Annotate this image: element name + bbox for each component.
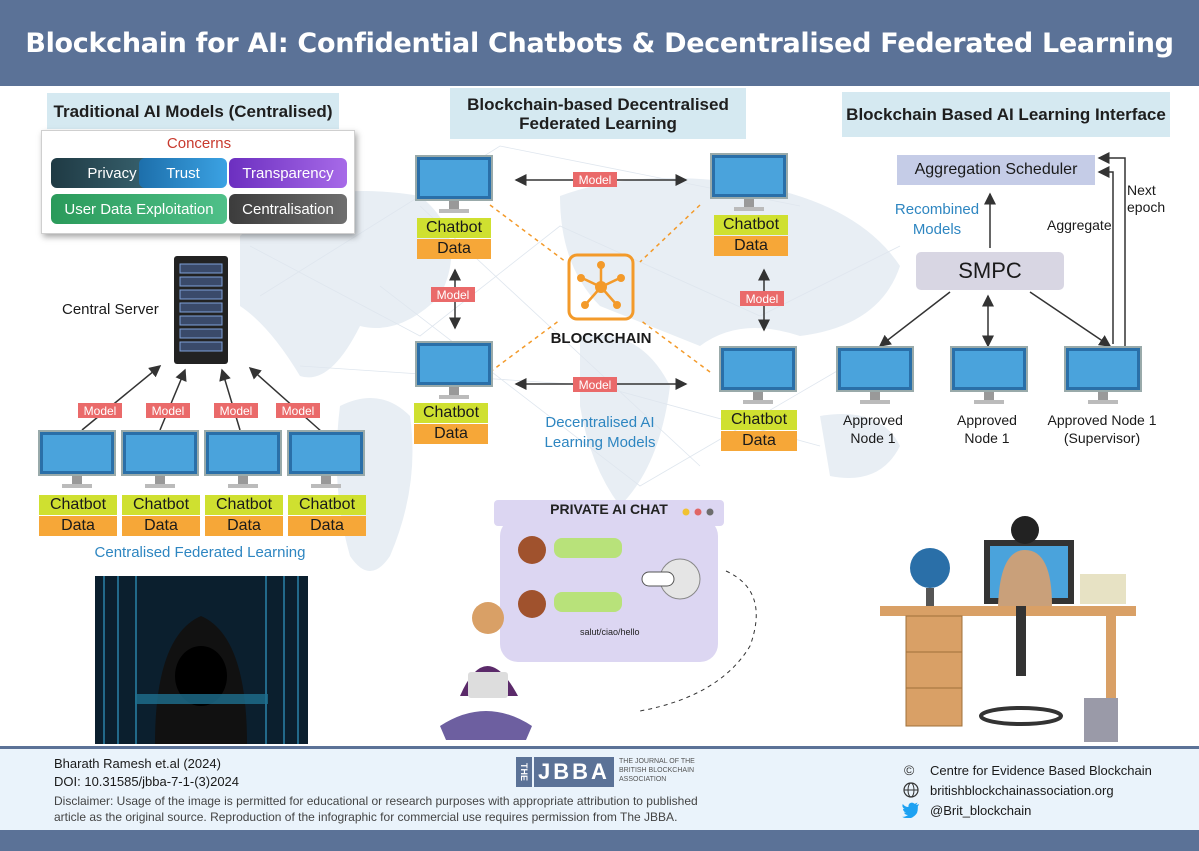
- centralised-caption: Centralised Federated Learning: [94, 544, 306, 561]
- model-tag-left-2: Model: [146, 403, 190, 418]
- concern-user-data-exploitation: User Data Exploitation: [51, 194, 227, 224]
- computer-icon: [287, 430, 365, 488]
- data-label: Data: [414, 424, 488, 444]
- computer-icon: [415, 341, 493, 399]
- desk-worker-illustration: [880, 516, 1136, 742]
- concerns-title: Concerns: [166, 135, 232, 152]
- aggregate-label: Aggregate: [1047, 217, 1112, 233]
- data-label: Data: [714, 236, 788, 256]
- data-label: Data: [122, 516, 200, 536]
- footer-author: Bharath Ramesh et.al (2024): [54, 756, 221, 771]
- computer-icon: [950, 346, 1028, 404]
- model-tag-left-1: Model: [78, 403, 122, 418]
- concerns-box: Concerns Privacy Trust Transparency User…: [41, 130, 355, 234]
- concern-trust: Trust: [139, 158, 227, 188]
- computer-icon: [710, 153, 788, 211]
- chatbot-label: Chatbot: [205, 495, 283, 515]
- interface-section-title: Blockchain Based AI Learning Interface: [842, 92, 1170, 137]
- hacker-illustration: [95, 576, 308, 744]
- jbba-logo: THE JBBA: [516, 757, 614, 787]
- footer-website[interactable]: britishblockchainassociation.org: [930, 783, 1114, 798]
- blockchain-network-icon: [567, 253, 635, 321]
- model-tag-left-4: Model: [276, 403, 320, 418]
- globe-icon: [903, 782, 919, 798]
- decentralised-caption-line2: Learning Models: [544, 434, 656, 451]
- server-rack-icon: [174, 256, 228, 364]
- model-tag-left-3: Model: [214, 403, 258, 418]
- concern-transparency: Transparency: [229, 158, 347, 188]
- title-banner: Blockchain for AI: Confidential Chatbots…: [0, 0, 1199, 86]
- model-tag-mid-right: Model: [740, 291, 784, 306]
- footer-disclaimer-line1: Disclaimer: Usage of the image is permit…: [54, 794, 698, 808]
- computer-icon: [719, 346, 797, 404]
- logo-the: THE: [516, 757, 532, 787]
- decentralised-caption-line1: Decentralised AI: [545, 414, 655, 431]
- aggregation-scheduler-box: Aggregation Scheduler: [897, 155, 1095, 185]
- decentralised-title-line2: Federated Learning: [519, 113, 677, 133]
- chatbot-label: Chatbot: [414, 403, 488, 423]
- chatbot-label: Chatbot: [122, 495, 200, 515]
- chatbot-label: Chatbot: [417, 218, 491, 238]
- computer-icon: [38, 430, 116, 488]
- computer-icon: [836, 346, 914, 404]
- approved-node-1-line2: Node 1: [850, 430, 896, 446]
- data-label: Data: [417, 239, 491, 259]
- data-label: Data: [39, 516, 117, 536]
- model-tag-mid-top: Model: [573, 172, 617, 187]
- private-ai-chat-illustration: [440, 500, 757, 740]
- footer-disclaimer-line2: article as the original source. Reproduc…: [54, 810, 678, 824]
- footer-twitter[interactable]: @Brit_blockchain: [930, 803, 1032, 818]
- computer-icon: [1064, 346, 1142, 404]
- computer-icon: [204, 430, 282, 488]
- footer-org: Centre for Evidence Based Blockchain: [930, 763, 1152, 778]
- computer-icon: [415, 155, 493, 213]
- logo-sub1: THE JOURNAL OF THE: [619, 758, 695, 765]
- logo-jbba: JBBA: [534, 757, 614, 787]
- decentralised-caption: Decentralised AI Learning Models: [520, 413, 680, 453]
- approved-node-supervisor-line1: Approved Node 1: [1047, 412, 1157, 428]
- centralised-section-title: Traditional AI Models (Centralised): [47, 93, 339, 129]
- footer-bar: [0, 830, 1199, 851]
- recombined-line2: Models: [912, 221, 962, 238]
- chatbot-label: Chatbot: [288, 495, 366, 515]
- recombined-line1: Recombined: [894, 201, 980, 218]
- twitter-icon: [902, 802, 919, 818]
- approved-node-1-line1: Approved: [843, 412, 903, 428]
- computer-icon: [121, 430, 199, 488]
- logo-sub3: ASSOCIATION: [619, 776, 667, 783]
- page-title: Blockchain for AI: Confidential Chatbots…: [25, 27, 1174, 59]
- concern-centralisation: Centralisation: [229, 194, 347, 224]
- approved-node-2-line1: Approved: [957, 412, 1017, 428]
- private-ai-chat-title: PRIVATE AI CHAT: [550, 501, 668, 517]
- central-server-label: Central Server: [62, 301, 159, 318]
- copyright-icon: ©: [904, 762, 915, 778]
- footer-doi: DOI: 10.31585/jbba-7-1-(3)2024: [54, 774, 240, 789]
- data-label: Data: [288, 516, 366, 536]
- model-tag-mid-bottom: Model: [573, 377, 617, 392]
- chatbot-label: Chatbot: [721, 410, 797, 430]
- data-label: Data: [205, 516, 283, 536]
- approved-node-supervisor: Approved Node 1 (Supervisor): [1040, 411, 1164, 447]
- blockchain-label: BLOCKCHAIN: [550, 330, 652, 347]
- decentralised-title-line1: Blockchain-based Decentralised: [467, 94, 729, 114]
- chat-translation-text: salut/ciao/hello: [580, 627, 640, 637]
- logo-sub2: BRITISH BLOCKCHAIN: [619, 767, 695, 774]
- chatbot-label: Chatbot: [39, 495, 117, 515]
- smpc-box: SMPC: [916, 252, 1064, 290]
- jbba-logo-subtitle: THE JOURNAL OF THE BRITISH BLOCKCHAIN AS…: [619, 757, 695, 784]
- next-epoch-line1: Next: [1127, 182, 1156, 198]
- next-epoch-line2: epoch: [1127, 199, 1166, 215]
- data-label: Data: [721, 431, 797, 451]
- approved-node-2-line2: Node 1: [964, 430, 1010, 446]
- chatbot-label: Chatbot: [714, 215, 788, 235]
- approved-node-supervisor-line2: (Supervisor): [1063, 430, 1141, 446]
- model-tag-mid-left: Model: [431, 287, 475, 302]
